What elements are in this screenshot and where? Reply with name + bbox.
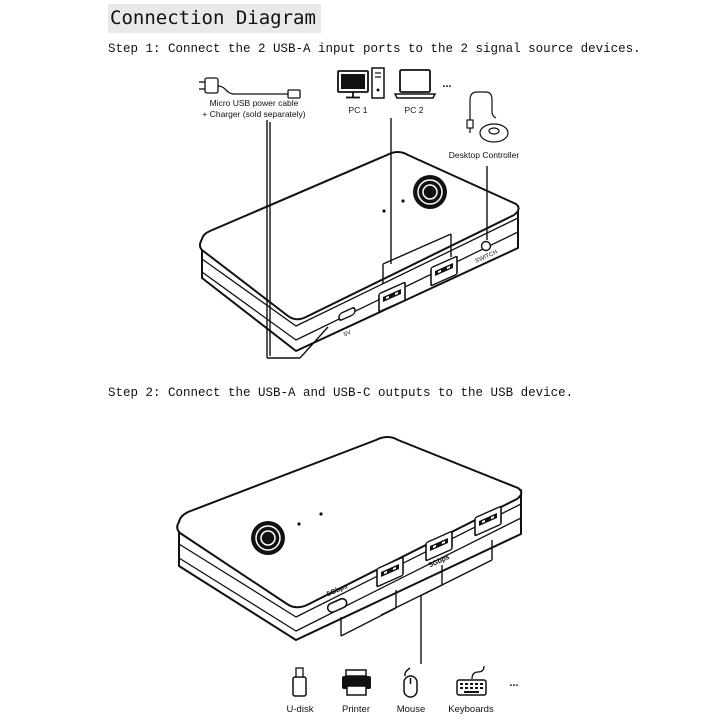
pc1-label: PC 1 (349, 105, 368, 115)
status-led (297, 522, 301, 526)
step-2-illustration: 5Gbps 5Gbps U-disk Printer (176, 436, 523, 715)
more-devices-ellipsis: ... (509, 677, 518, 689)
power-cable-icon (199, 77, 301, 99)
laptop-icon (393, 69, 437, 99)
device-label-printer: Printer (342, 704, 370, 715)
switch-button[interactable] (413, 175, 447, 209)
kvm-switch-device (176, 436, 523, 641)
printer-icon (342, 669, 371, 696)
status-led (382, 209, 386, 213)
power-port-label: 5V (343, 330, 352, 338)
step-1-connector-lines (266, 118, 488, 359)
step-2-instruction: Step 2: Connect the USB-A and USB-C outp… (108, 386, 574, 400)
step-1-illustration: Micro USB power cable + Charger (sold se… (199, 67, 520, 359)
step-1-instruction: Step 1: Connect the 2 USB-A input ports … (108, 42, 641, 56)
power-cable-label-line2: + Charger (sold separately) (202, 109, 305, 119)
status-led (319, 512, 323, 516)
device-label-u-disk: U-disk (287, 704, 314, 715)
switch-port (480, 240, 492, 252)
usb-c-output-port (326, 597, 348, 613)
desktop-computer-icon (337, 67, 385, 99)
desktop-controller-icon (466, 91, 509, 143)
desktop-controller-label: Desktop Controller (449, 150, 520, 160)
usb-disk-icon (292, 667, 307, 697)
kvm-switch-device (199, 151, 520, 352)
mouse-icon (403, 667, 418, 698)
step-2-connector-lines (340, 540, 493, 664)
pc2-label: PC 2 (405, 105, 424, 115)
power-cable-label-line1: Micro USB power cable (210, 98, 299, 108)
device-label-keyboards: Keyboards (448, 704, 494, 715)
micro-usb-power-port (338, 307, 356, 321)
keyboard-icon (456, 665, 487, 696)
switch-button[interactable] (251, 521, 285, 555)
status-led (401, 199, 405, 203)
diagram-title: Connection Diagram (108, 4, 321, 33)
device-label-mouse: Mouse (397, 704, 426, 715)
more-sources-ellipsis: ... (442, 78, 451, 90)
